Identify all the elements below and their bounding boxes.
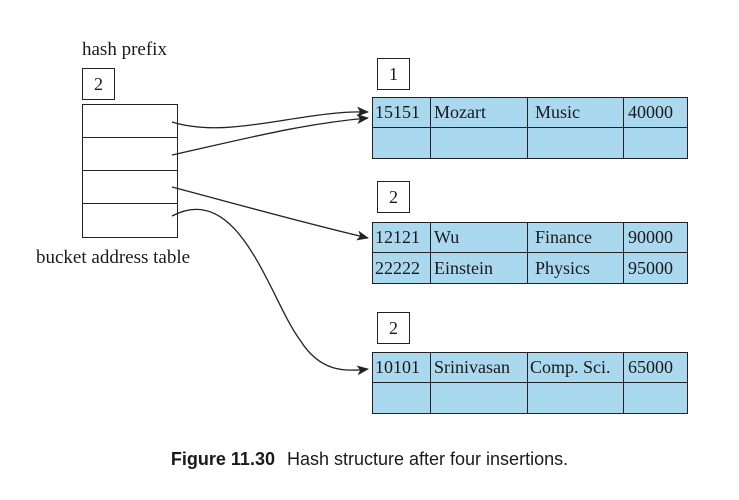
record-name	[431, 383, 528, 413]
record-id: 15151	[373, 98, 431, 127]
record-dept: Physics	[528, 253, 624, 283]
pointer-arrow-entry-0	[171, 106, 369, 129]
table-entry-1	[83, 138, 177, 171]
record-id: 22222	[373, 253, 431, 283]
bucket-1-record-2	[373, 128, 687, 158]
bucket-2: 12121 Wu Finance 90000 22222 Einstein Ph…	[372, 222, 688, 284]
record-name	[431, 128, 528, 158]
bucket-3-record-1: 10101 Srinivasan Comp. Sci. 65000	[373, 353, 687, 383]
bucket-1: 15151 Mozart Music 40000	[372, 97, 688, 159]
record-id	[373, 383, 431, 413]
record-salary: 90000	[628, 227, 673, 247]
record-salary: 95000	[628, 257, 673, 278]
figure-number: Figure 11.30	[170, 449, 275, 469]
bucket-3: 10101 Srinivasan Comp. Sci. 65000	[372, 352, 688, 414]
record-dept: Comp. Sci.	[528, 353, 624, 382]
record-dept	[528, 383, 624, 413]
record-dept: Finance	[528, 223, 624, 252]
pointer-arrow-entry-3	[171, 208, 369, 376]
table-entry-0	[83, 105, 177, 138]
record-name: Mozart	[431, 98, 528, 127]
table-entry-2	[83, 171, 177, 204]
bucket-1-record-1: 15151 Mozart Music 40000	[373, 98, 687, 128]
bucket-address-table	[82, 104, 178, 238]
record-name: Einstein	[431, 253, 528, 283]
pointer-arrow-entry-1	[171, 113, 369, 156]
bucket-2-local-prefix: 2	[377, 181, 410, 213]
caption-text: Hash structure after four insertions.	[286, 449, 569, 469]
record-name: Srinivasan	[431, 353, 528, 382]
record-id: 10101	[373, 353, 431, 382]
record-salary: 65000	[628, 357, 673, 377]
record-name: Wu	[431, 223, 528, 252]
record-id: 12121	[373, 223, 431, 252]
record-dept	[528, 128, 624, 158]
bucket-3-record-2	[373, 383, 687, 413]
record-id	[373, 128, 431, 158]
bucket-2-record-1: 12121 Wu Finance 90000	[373, 223, 687, 253]
record-salary: 40000	[628, 102, 673, 122]
bucket-3-local-prefix: 2	[377, 312, 410, 344]
bucket-address-table-label: bucket address table	[36, 247, 191, 268]
hash-prefix-label: hash prefix	[82, 39, 167, 60]
bucket-2-record-2: 22222 Einstein Physics 95000	[373, 253, 687, 283]
record-dept: Music	[528, 98, 624, 127]
bucket-1-local-prefix: 1	[377, 58, 410, 90]
figure-caption: Figure 11.30 Hash structure after four in…	[0, 449, 739, 470]
global-prefix-box: 2	[82, 68, 115, 100]
pointer-arrow-entry-2	[171, 186, 369, 241]
